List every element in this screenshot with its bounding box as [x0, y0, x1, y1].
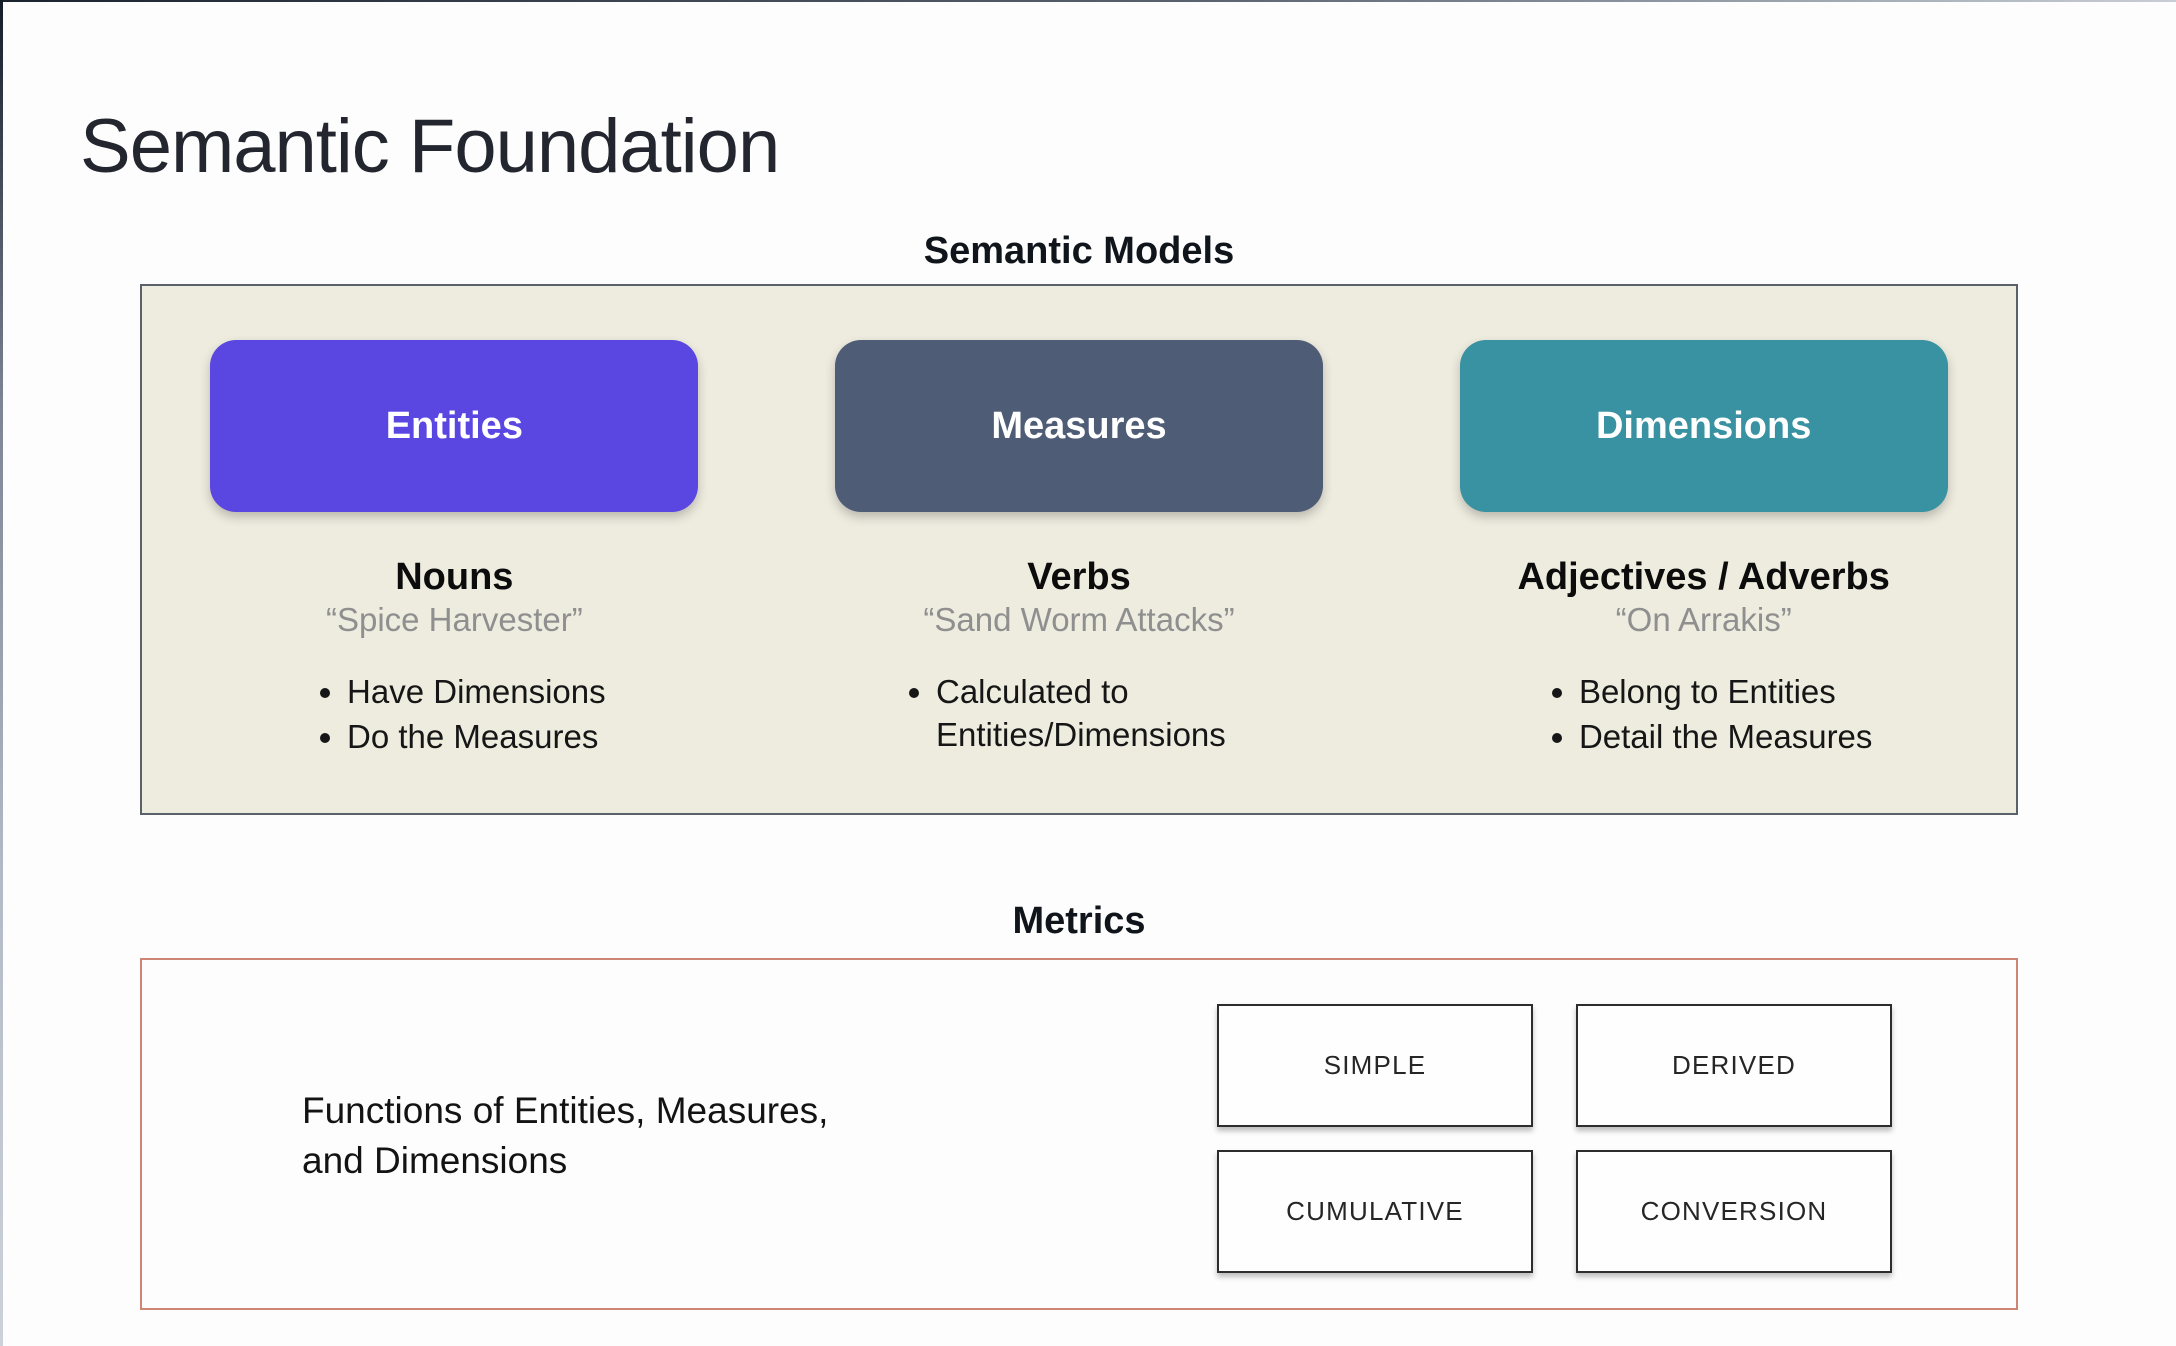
metrics-description-line2: and Dimensions [302, 1139, 568, 1181]
slide-title: Semantic Foundation [80, 103, 780, 189]
metrics-description-line1: Functions of Entities, Measures, [302, 1090, 829, 1131]
dimensions-quote: “On Arrakis” [1615, 601, 1792, 638]
bullet-item: Calculated to Entities/Dimensions [936, 671, 1266, 757]
metrics-description: Functions of Entities, Measures, and Dim… [302, 1086, 828, 1185]
metrics-heading: Metrics [1012, 900, 1146, 942]
measures-column: Measures Verbs “Sand Worm Attacks” Calcu… [767, 340, 1392, 813]
entities-column: Entities Nouns “Spice Harvester” Have Di… [142, 340, 767, 813]
conversion-metric-box: CONVERSION [1576, 1150, 1892, 1273]
entities-box: Entities [210, 340, 699, 512]
semantic-models-panel: Entities Nouns “Spice Harvester” Have Di… [140, 284, 2018, 815]
window-left-edge [0, 0, 3, 1346]
dimensions-bullet-list: Belong to Entities Detail the Measures [1535, 669, 1872, 761]
metric-type-grid: SIMPLE DERIVED CUMULATIVE CONVERSION [1217, 1004, 1892, 1273]
bullet-item: Belong to Entities [1579, 671, 1872, 714]
window-top-edge [0, 0, 2176, 2]
measures-quote: “Sand Worm Attacks” [923, 601, 1235, 638]
bullet-item: Do the Measures [347, 716, 606, 759]
dimensions-column: Dimensions Adjectives / Adverbs “On Arra… [1391, 340, 2016, 813]
dimensions-box: Dimensions [1459, 340, 1948, 512]
bullet-item: Have Dimensions [347, 671, 606, 714]
measures-box: Measures [835, 340, 1323, 512]
metrics-panel: Functions of Entities, Measures, and Dim… [140, 958, 2018, 1310]
entities-bullet-list: Have Dimensions Do the Measures [303, 669, 606, 761]
measures-heading: Verbs [1027, 556, 1131, 598]
cumulative-metric-box: CUMULATIVE [1217, 1150, 1533, 1273]
derived-metric-box: DERIVED [1576, 1004, 1892, 1127]
simple-metric-box: SIMPLE [1217, 1004, 1533, 1127]
dimensions-heading: Adjectives / Adverbs [1517, 556, 1890, 598]
semantic-models-heading: Semantic Models [923, 230, 1235, 272]
entities-heading: Nouns [395, 556, 514, 598]
entities-quote: “Spice Harvester” [325, 601, 583, 638]
bullet-item: Detail the Measures [1579, 716, 1872, 759]
measures-bullet-list: Calculated to Entities/Dimensions [892, 669, 1266, 759]
